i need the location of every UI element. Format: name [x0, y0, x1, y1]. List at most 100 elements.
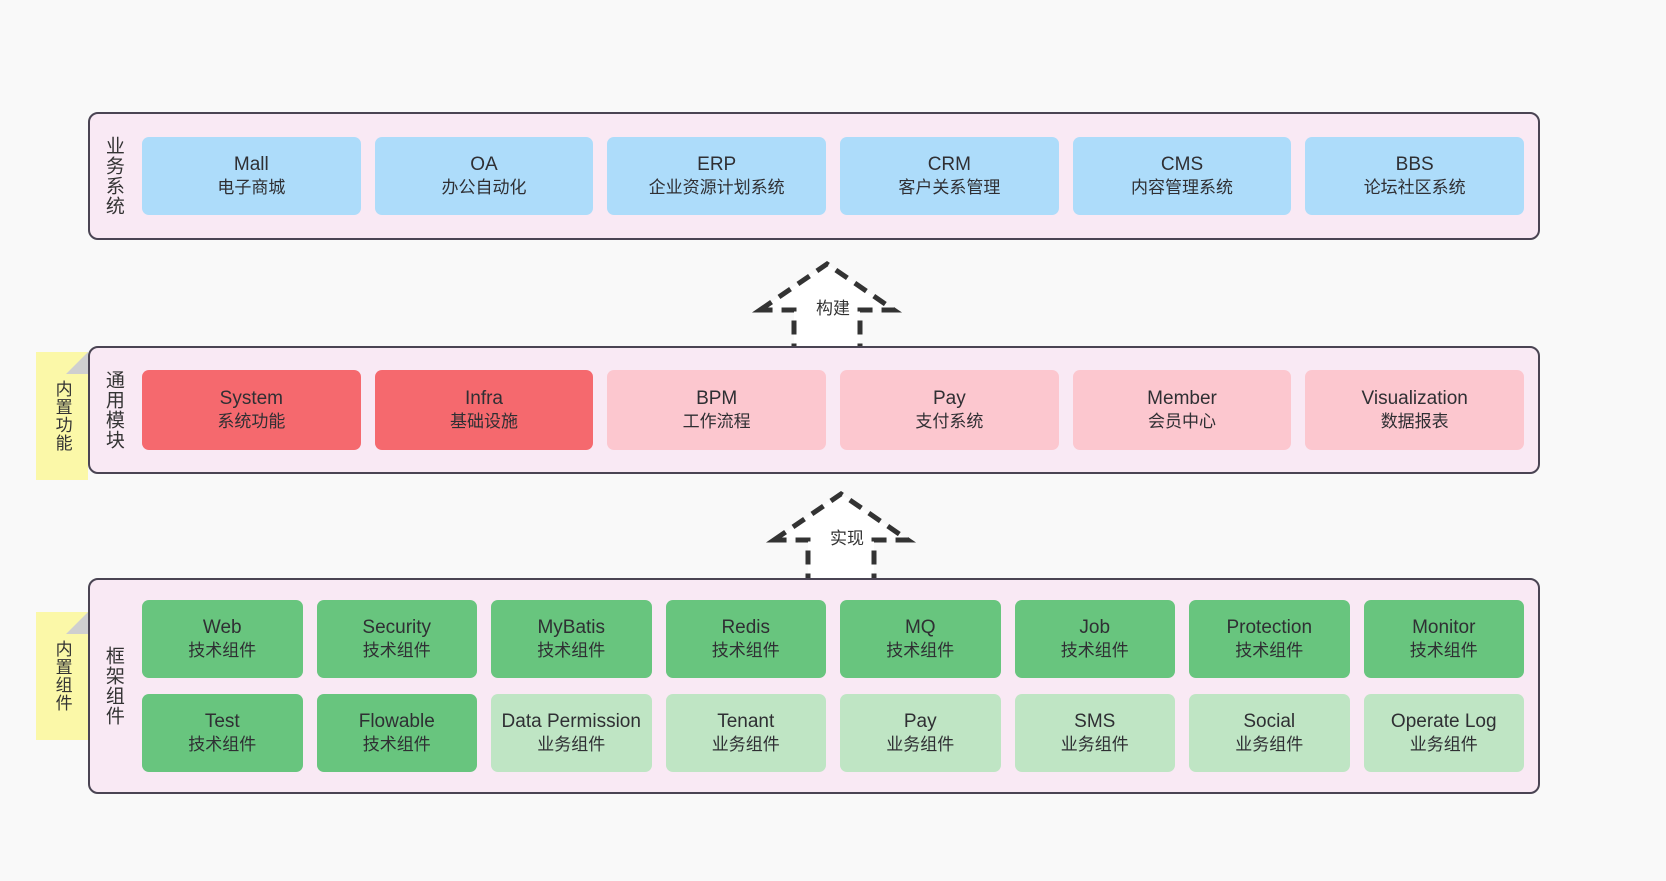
card-title-cn: 技术组件 [1060, 641, 1129, 661]
layer-common-title: 通用模块 [102, 370, 124, 450]
card-title-en: Operate Log [1390, 710, 1497, 732]
card-title-en: Protection [1226, 616, 1313, 638]
card-title-en: BPM [696, 387, 738, 409]
component-card-protection[interactable]: Protection 技术组件 [1189, 600, 1350, 678]
component-card-tenant[interactable]: Tenant 业务组件 [665, 694, 826, 772]
card-title-cn: 业务组件 [886, 735, 955, 755]
card-title-en: Tenant [717, 710, 775, 732]
module-card-member[interactable]: Member 会员中心 [1072, 370, 1292, 450]
layer-framework-body: Web 技术组件 Security 技术组件 MyBatis 技术组件 Redi… [136, 580, 1538, 792]
component-card-test[interactable]: Test 技术组件 [142, 694, 303, 772]
layer-business-body: Mall 电子商城 OA 办公自动化 ERP 企业资源计划系统 CRM 客户关系… [136, 114, 1538, 238]
card-title-cn: 业务组件 [1409, 735, 1478, 755]
card-title-en: Infra [464, 387, 504, 409]
card-title-en: MQ [904, 616, 936, 638]
business-card-bbs[interactable]: BBS 论坛社区系统 [1305, 137, 1525, 215]
card-title-en: Social [1243, 710, 1296, 732]
business-card-erp[interactable]: ERP 企业资源计划系统 [607, 137, 827, 215]
note-builtin-features-label: 内置功能 [52, 380, 72, 452]
implement-arrow-icon [765, 490, 917, 585]
card-title-cn: 技术组件 [1409, 641, 1478, 661]
business-card-oa[interactable]: OA 办公自动化 [374, 137, 594, 215]
component-card-mybatis[interactable]: MyBatis 技术组件 [491, 600, 652, 678]
component-card-operate-log[interactable]: Operate Log 业务组件 [1363, 694, 1524, 772]
card-title-cn: 论坛社区系统 [1363, 178, 1466, 198]
card-title-cn: 电子商城 [217, 178, 286, 198]
component-card-flowable[interactable]: Flowable 技术组件 [316, 694, 477, 772]
card-title-en: Member [1147, 387, 1217, 409]
framework-row-biz: Test 技术组件 Flowable 技术组件 Data Permission … [142, 694, 1524, 772]
card-title-en: Flowable [358, 710, 435, 732]
module-card-bpm[interactable]: BPM 工作流程 [607, 370, 827, 450]
card-title-cn: 技术组件 [188, 735, 257, 755]
business-card-mall[interactable]: Mall 电子商城 [142, 137, 361, 215]
layer-common-body: System 系统功能 Infra 基础设施 BPM 工作流程 Pay 支付系统… [136, 348, 1538, 472]
card-title-cn: 支付系统 [915, 412, 984, 432]
layer-framework-components: 框架组件 Web 技术组件 Security 技术组件 MyBatis 技术组件… [88, 578, 1540, 794]
connector-implement-label: 实现 [830, 529, 864, 548]
module-card-visualization[interactable]: Visualization 数据报表 [1305, 370, 1525, 450]
business-card-crm[interactable]: CRM 客户关系管理 [840, 137, 1059, 215]
card-title-en: ERP [697, 153, 737, 175]
business-row: Mall 电子商城 OA 办公自动化 ERP 企业资源计划系统 CRM 客户关系… [142, 137, 1525, 215]
card-title-cn: 技术组件 [362, 641, 431, 661]
card-title-cn: 业务组件 [537, 735, 606, 755]
component-card-social[interactable]: Social 业务组件 [1189, 694, 1350, 772]
connector-build-label: 构建 [816, 299, 850, 318]
card-title-cn: 办公自动化 [441, 178, 527, 198]
card-title-en: SMS [1074, 710, 1116, 732]
card-title-en: Data Permission [501, 710, 641, 732]
card-title-cn: 工作流程 [682, 412, 751, 432]
card-title-en: System [219, 387, 284, 409]
card-title-en: CMS [1160, 153, 1204, 175]
component-card-redis[interactable]: Redis 技术组件 [665, 600, 826, 678]
card-title-cn: 内容管理系统 [1131, 178, 1234, 198]
card-title-en: OA [470, 153, 498, 175]
note-builtin-features: 内置功能 [36, 352, 88, 480]
card-title-en: Monitor [1412, 616, 1476, 638]
card-title-en: Mall [233, 153, 269, 175]
card-title-cn: 技术组件 [886, 641, 955, 661]
card-title-cn: 客户关系管理 [898, 178, 1001, 198]
component-card-job[interactable]: Job 技术组件 [1014, 600, 1175, 678]
build-arrow-icon [751, 260, 903, 355]
card-title-en: Test [204, 710, 240, 732]
card-title-en: Pay [932, 387, 966, 409]
component-card-web[interactable]: Web 技术组件 [142, 600, 303, 678]
component-card-mq[interactable]: MQ 技术组件 [840, 600, 1001, 678]
component-card-pay[interactable]: Pay 业务组件 [840, 694, 1001, 772]
card-title-en: Job [1079, 616, 1111, 638]
card-title-cn: 企业资源计划系统 [648, 178, 785, 198]
card-title-cn: 数据报表 [1380, 412, 1449, 432]
component-card-sms[interactable]: SMS 业务组件 [1014, 694, 1175, 772]
component-card-security[interactable]: Security 技术组件 [316, 600, 477, 678]
card-title-en: Pay [903, 710, 937, 732]
component-card-monitor[interactable]: Monitor 技术组件 [1363, 600, 1524, 678]
module-card-system[interactable]: System 系统功能 [142, 370, 361, 450]
common-row: System 系统功能 Infra 基础设施 BPM 工作流程 Pay 支付系统… [142, 370, 1525, 450]
layer-business-systems: 业务系统 Mall 电子商城 OA 办公自动化 ERP 企业资源计划系统 CRM… [88, 112, 1540, 240]
card-title-cn: 会员中心 [1148, 412, 1217, 432]
card-title-cn: 业务组件 [1235, 735, 1304, 755]
component-card-data-permission[interactable]: Data Permission 业务组件 [491, 694, 652, 772]
card-title-cn: 技术组件 [537, 641, 606, 661]
module-card-infra[interactable]: Infra 基础设施 [374, 370, 594, 450]
card-title-cn: 业务组件 [1060, 735, 1129, 755]
card-title-cn: 系统功能 [217, 412, 286, 432]
card-title-cn: 技术组件 [188, 641, 257, 661]
layer-framework-title: 框架组件 [102, 646, 124, 726]
business-card-cms[interactable]: CMS 内容管理系统 [1072, 137, 1292, 215]
card-title-cn: 技术组件 [362, 735, 431, 755]
card-title-cn: 技术组件 [1235, 641, 1304, 661]
card-title-en: MyBatis [537, 616, 606, 638]
card-title-en: Web [202, 616, 242, 638]
card-title-en: Visualization [1361, 387, 1468, 409]
connector-build: 构建 [751, 258, 903, 358]
card-title-cn: 业务组件 [711, 735, 780, 755]
module-card-pay[interactable]: Pay 支付系统 [840, 370, 1059, 450]
card-title-en: Redis [721, 616, 771, 638]
card-title-en: Security [362, 616, 432, 638]
card-title-cn: 基础设施 [450, 412, 518, 432]
connector-implement: 实现 [765, 488, 917, 588]
